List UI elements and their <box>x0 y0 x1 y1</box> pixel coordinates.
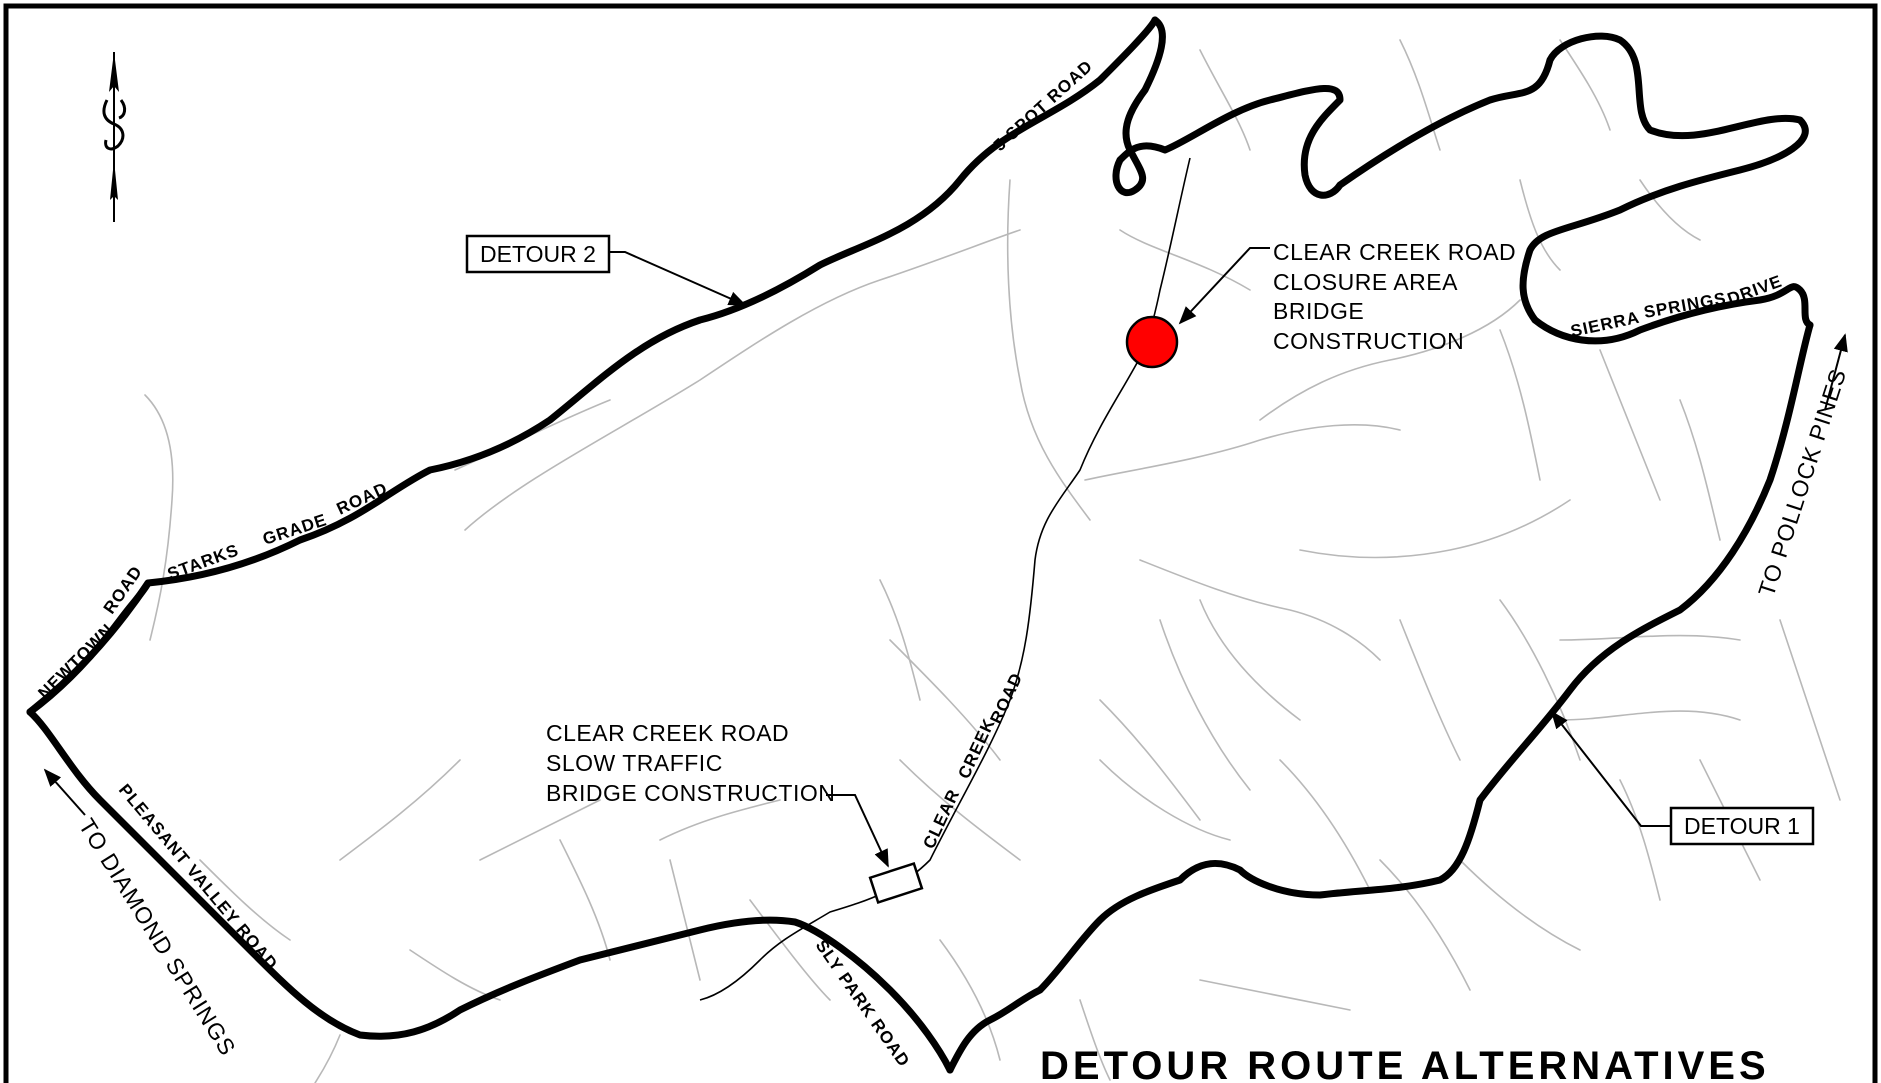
detour-1-box <box>1669 806 1815 846</box>
detour-2-box <box>465 234 611 274</box>
detour-2-route <box>26 16 1159 716</box>
north-arrow-icon <box>102 52 127 222</box>
label-to-diamond-springs: TO DIAMOND SPRINGS <box>74 814 241 1061</box>
pleasant-valley-road <box>26 708 954 1074</box>
detour-2-leader <box>609 251 747 306</box>
slow-traffic-marker-icon <box>868 861 924 905</box>
newtown-road <box>26 579 152 716</box>
closure-note-line2: CLOSURE AREA <box>1273 269 1458 295</box>
detour-2-label: DETOUR 2 <box>480 241 596 267</box>
clear-creek-road-line <box>699 157 1191 1001</box>
map-frame <box>3 3 1878 1083</box>
closure-note-line4: CONSTRUCTION <box>1273 328 1464 354</box>
label-5-spot-road: 5 SPOT ROAD <box>990 56 1097 155</box>
label-clear: CLEAR <box>919 786 963 852</box>
closure-leader <box>1178 247 1270 325</box>
slow-note-line2: SLOW TRAFFIC <box>546 750 723 776</box>
label-newtown: NEWTOWN <box>34 620 117 703</box>
detour-1-route <box>946 321 1814 1074</box>
arrow-to-diamond-springs <box>43 768 86 816</box>
sierra-springs-drive <box>1531 283 1814 345</box>
minor-roads <box>144 39 1841 1083</box>
detour-1-label: DETOUR 1 <box>1684 813 1800 839</box>
map-title: DETOUR ROUTE ALTERNATIVES <box>1040 1044 1770 1083</box>
closure-note-line1: CLEAR CREEK ROAD <box>1273 239 1516 265</box>
arrow-to-pollock-pines <box>1824 333 1848 411</box>
detour-1-leader <box>1550 710 1671 827</box>
slow-note-line3: BRIDGE CONSTRUCTION <box>546 780 835 806</box>
closure-note-line3: BRIDGE <box>1273 298 1364 324</box>
slow-note-line1: CLEAR CREEK ROAD <box>546 720 789 746</box>
lake-shoreline-north <box>1112 16 1809 324</box>
closure-marker-icon <box>1125 315 1179 369</box>
label-pleasant-valley-road: PLEASANT VALLEY ROAD <box>115 780 282 973</box>
slow-leader <box>826 794 889 868</box>
label-road-clear: ROAD <box>986 670 1026 727</box>
